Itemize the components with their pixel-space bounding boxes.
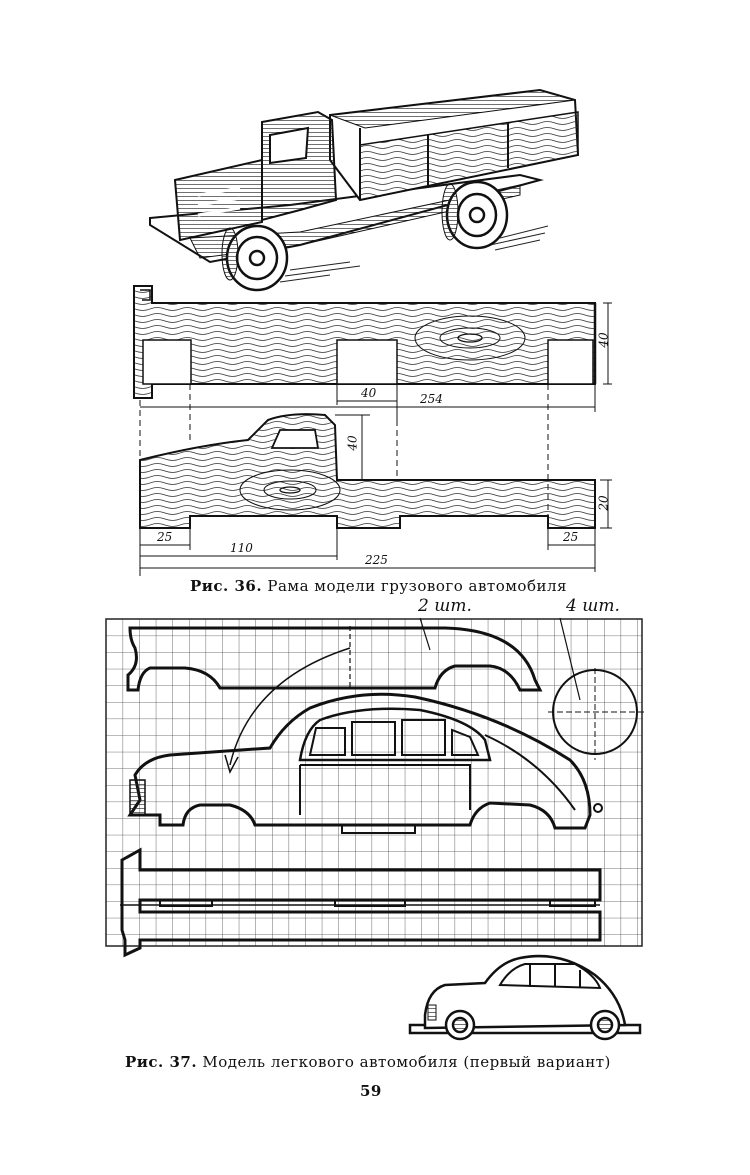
figure37-caption-label: Рис. 37. [125,1053,198,1071]
figure36-caption-text: Рама модели грузового автомобиля [267,577,567,595]
dim-left-offset: 25 [157,530,173,544]
figure36-caption-label: Рис. 36. [190,577,263,595]
dim-slot-width: 40 [361,386,377,400]
figure37-caption: Рис. 37. Модель легкового автомобиля (пе… [125,1053,611,1071]
dim-mid-offset: 110 [230,541,253,555]
wheel-count-note: 4 шт. [566,596,620,616]
dim-length-lower: 225 [365,553,388,567]
page-number: 59 [360,1082,382,1100]
figure36-caption: Рис. 36. Рама модели грузового автомобил… [190,577,567,595]
dim-length-total: 254 [420,392,443,406]
figure37-caption-text: Модель легкового автомобиля (первый вари… [202,1053,611,1071]
dim-right-offset: 25 [563,530,579,544]
fender-count-note: 2 шт. [418,596,472,616]
